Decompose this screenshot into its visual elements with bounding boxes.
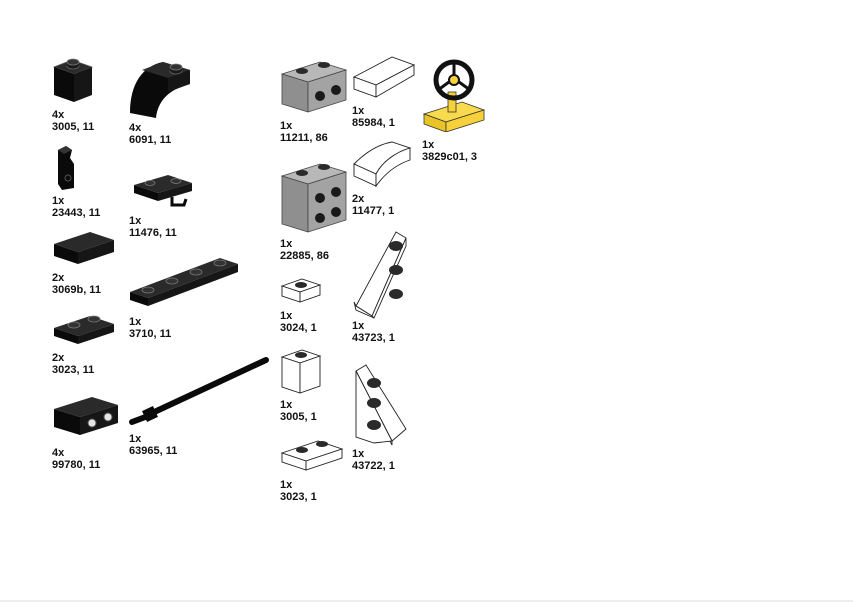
bar-with-stop-icon xyxy=(129,357,269,425)
part-code: 3829c01, 3 xyxy=(422,151,478,163)
part-label: 1x 63965, 11 xyxy=(129,433,177,457)
part-label: 1x 3710, 11 xyxy=(129,316,171,340)
part-label: 4x 3005, 11 xyxy=(52,109,94,133)
plate-1x2-icon xyxy=(280,440,344,471)
part-label: 1x 3024, 1 xyxy=(280,310,317,334)
part-label: 1x 11211, 86 xyxy=(280,120,328,144)
plate-1x4-icon xyxy=(130,258,238,306)
part-code: 63965, 11 xyxy=(129,445,178,457)
slope-tile-icon xyxy=(352,56,416,98)
part-label: 1x 3023, 1 xyxy=(280,479,317,503)
part-quantity: 2x xyxy=(352,193,365,205)
part-label: 4x 99780, 11 xyxy=(52,447,100,471)
brick-studs-side-icon xyxy=(280,61,348,113)
part-quantity: 1x xyxy=(422,139,435,151)
part-quantity: 1x xyxy=(129,433,142,445)
bracket-inverted-icon xyxy=(54,397,118,435)
plate-clip-icon xyxy=(134,175,192,207)
part-code: 3005, 1 xyxy=(280,411,317,423)
part-quantity: 1x xyxy=(280,479,293,491)
brick-1x1-icon xyxy=(280,349,322,394)
plate-1x2-icon xyxy=(54,315,114,344)
tile-1x2-icon xyxy=(54,232,114,264)
part-code: 43723, 1 xyxy=(352,332,395,344)
part-quantity: 2x xyxy=(52,272,65,284)
part-quantity: 4x xyxy=(129,122,142,134)
part-quantity: 1x xyxy=(352,105,365,117)
steering-wheel-icon xyxy=(422,59,486,132)
part-label: 4x 6091, 11 xyxy=(129,122,171,146)
part-label: 1x 3829c01, 3 xyxy=(422,139,477,163)
part-quantity: 1x xyxy=(280,238,293,250)
part-label: 2x 11477, 1 xyxy=(352,193,394,217)
part-quantity: 1x xyxy=(352,320,365,332)
page-bottom-divider xyxy=(0,600,853,602)
part-quantity: 1x xyxy=(52,195,65,207)
part-code: 11477, 1 xyxy=(352,205,395,217)
part-quantity: 1x xyxy=(129,316,142,328)
part-label: 1x 85984, 1 xyxy=(352,105,395,129)
part-label: 1x 22885, 86 xyxy=(280,238,329,262)
part-quantity: 1x xyxy=(280,310,293,322)
part-quantity: 2x xyxy=(52,352,65,364)
part-quantity: 1x xyxy=(280,120,293,132)
part-label: 1x 11476, 11 xyxy=(129,215,177,239)
part-code: 3024, 1 xyxy=(280,322,317,334)
part-code: 23443, 11 xyxy=(52,207,101,219)
part-quantity: 4x xyxy=(52,109,65,121)
wedge-plate-right-icon xyxy=(355,364,407,446)
part-code: 22885, 86 xyxy=(280,250,329,262)
wedge-plate-left-icon xyxy=(353,231,407,319)
part-code: 3023, 11 xyxy=(52,364,95,376)
part-label: 1x 43723, 1 xyxy=(352,320,395,344)
part-label: 1x 43722, 1 xyxy=(352,448,395,472)
curved-slope-icon xyxy=(353,141,412,188)
part-quantity: 1x xyxy=(352,448,365,460)
curved-brick-icon xyxy=(130,62,190,118)
part-quantity: 1x xyxy=(129,215,142,227)
part-label: 2x 3069b, 11 xyxy=(52,272,101,296)
brick-4-studs-side-icon xyxy=(280,163,348,233)
part-label: 2x 3023, 11 xyxy=(52,352,94,376)
part-quantity: 4x xyxy=(52,447,65,459)
plate-1x1-icon xyxy=(280,278,322,303)
part-code: 3710, 11 xyxy=(129,328,172,340)
part-code: 85984, 1 xyxy=(352,117,395,129)
bar-holder-clip-icon xyxy=(58,146,74,190)
part-label: 1x 23443, 11 xyxy=(52,195,100,219)
part-code: 3069b, 11 xyxy=(52,284,101,296)
part-quantity: 1x xyxy=(280,399,293,411)
part-label: 1x 3005, 1 xyxy=(280,399,317,423)
part-code: 11211, 86 xyxy=(280,132,328,144)
part-code: 3023, 1 xyxy=(280,491,317,503)
brick-1x1-icon xyxy=(52,58,94,102)
part-code: 3005, 11 xyxy=(52,121,95,133)
part-code: 99780, 11 xyxy=(52,459,101,471)
part-code: 11476, 11 xyxy=(129,227,177,239)
part-code: 43722, 1 xyxy=(352,460,395,472)
part-code: 6091, 11 xyxy=(129,134,172,146)
